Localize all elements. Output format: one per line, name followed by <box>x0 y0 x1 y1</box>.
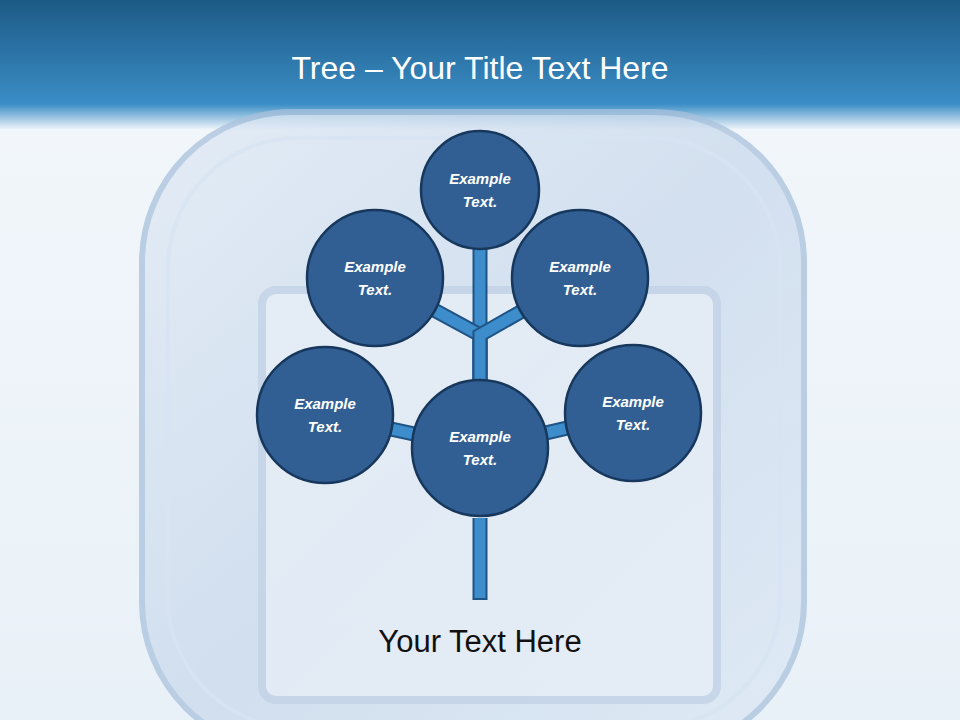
branch-outline <box>392 429 414 434</box>
branch-outline <box>480 312 521 380</box>
title: Tree – Your Title Text Here <box>0 50 960 87</box>
node-text: Example Text. <box>539 255 621 301</box>
circle-node: Example Text. <box>419 129 541 251</box>
text-column: Example Text. <box>439 425 521 471</box>
circle-shape <box>419 129 541 251</box>
node-content: Example Text. <box>255 345 395 485</box>
tree-trunk <box>475 518 486 598</box>
branch-fill <box>480 312 521 380</box>
node-text: Example Text. <box>592 390 674 436</box>
branch-outline <box>546 428 566 433</box>
circle-shape <box>255 345 395 485</box>
circle-node: Example Text. <box>410 378 550 518</box>
text-column: Example Text. <box>334 255 416 301</box>
tree-branch <box>392 429 414 434</box>
branch-fill <box>392 429 414 434</box>
circle-shape <box>563 343 703 483</box>
circle-node: Example Text. <box>305 208 445 348</box>
circle-shape <box>510 208 650 348</box>
tree-branch <box>480 312 521 380</box>
circle-node: Example Text. <box>255 345 395 485</box>
circle-shape <box>410 378 550 518</box>
trunk-outline <box>473 518 488 600</box>
node-text: Example Text. <box>439 425 521 471</box>
node-content: Example Text. <box>410 378 550 518</box>
branch-fill <box>546 428 566 433</box>
circle-node: Example Text. <box>510 208 650 348</box>
node-text: Example Text. <box>439 167 521 213</box>
node-content: Example Text. <box>419 129 541 251</box>
text-column: Example Text. <box>439 167 521 213</box>
node-content: Example Text. <box>510 208 650 348</box>
node-content: Example Text. <box>305 208 445 348</box>
tree-branch <box>546 428 566 433</box>
circle-node: Example Text. <box>563 343 703 483</box>
node-text: Example Text. <box>334 255 416 301</box>
node-text: Example Text. <box>284 392 366 438</box>
caption: Your Text Here <box>0 624 960 660</box>
text-column: Example Text. <box>539 255 621 301</box>
text-column: Example Text. <box>592 390 674 436</box>
circle-shape <box>305 208 445 348</box>
node-content: Example Text. <box>563 343 703 483</box>
text-column: Example Text. <box>284 392 366 438</box>
